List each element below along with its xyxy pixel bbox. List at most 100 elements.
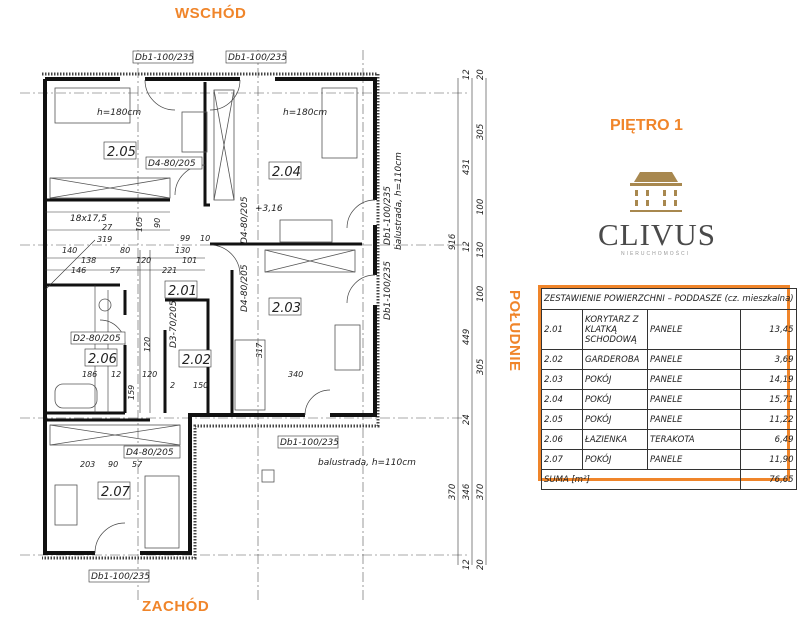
- dim-label: 186: [82, 370, 97, 379]
- dim-label: 90: [153, 218, 162, 228]
- dim-label: 370: [448, 484, 458, 500]
- dim-label: 120: [136, 256, 151, 265]
- level-mark: +3,16: [255, 204, 283, 214]
- door-label: Db1-100/235: [383, 186, 393, 245]
- desk: [279, 219, 333, 243]
- room-label-2.05: 2.05: [107, 145, 136, 160]
- dim-label: 221: [162, 266, 177, 275]
- room-name: KORYTARZ Z KLATKĄ SCHODOWĄ: [582, 309, 648, 350]
- room-label-2.02: 2.02: [182, 353, 211, 368]
- balustrade-note: balustrada, h=110cm: [318, 458, 416, 468]
- floor-finish: PANELE: [646, 409, 742, 430]
- dim-label: 12: [111, 370, 121, 379]
- dim-label: 27: [102, 223, 113, 232]
- door-label: D2-80/205: [73, 334, 121, 344]
- wardrobe: [213, 89, 235, 201]
- axis-lines: [20, 50, 470, 600]
- door-label: Db1-100/235: [91, 572, 150, 582]
- dim-label: 12: [462, 69, 472, 80]
- room-number: 2.05: [541, 409, 583, 430]
- room-area: 15,71: [740, 389, 797, 410]
- sum-value: 76,65: [740, 469, 797, 490]
- balustrade-note: balustrada, h=110cm: [394, 152, 404, 250]
- inner-walls: [45, 82, 362, 422]
- room-name: POKÓJ: [582, 409, 648, 430]
- table-title: ZESTAWIENIE POWIERZCHNI – PODDASZE (cz. …: [541, 288, 797, 310]
- dim-label: 140: [62, 246, 77, 255]
- door-label: Db1-100/235: [135, 53, 194, 63]
- dim-label: 120: [142, 370, 157, 379]
- dim-label: 340: [288, 370, 303, 379]
- dim-label: 130: [175, 246, 190, 255]
- room-number: 2.06: [541, 429, 583, 450]
- shower: [234, 339, 266, 411]
- floor-finish: PANELE: [646, 349, 742, 370]
- dim-label: 150: [193, 381, 208, 390]
- logo-tagline: NIERUCHOMOŚCI: [620, 251, 691, 257]
- dim-label: 12: [462, 241, 472, 252]
- room-area: 14,19: [740, 369, 797, 390]
- compass-east: WSCHÓD: [175, 5, 247, 22]
- dim-label: 431: [462, 159, 472, 175]
- floor-finish: PANELE: [646, 389, 742, 410]
- compass-south: POŁUDNIE: [506, 290, 523, 372]
- dim-label: 138: [81, 256, 96, 265]
- dim-label: 2: [170, 381, 175, 390]
- desk: [334, 324, 361, 371]
- room-label-2.07: 2.07: [101, 485, 131, 500]
- chimney: [261, 469, 275, 483]
- dim-label: 80: [120, 246, 130, 255]
- dim-label: 57: [110, 266, 121, 275]
- bed-height-note: h=180cm: [97, 108, 141, 118]
- dim-label: 20: [476, 559, 486, 570]
- dim-label: 203: [80, 460, 95, 469]
- dim-label: 101: [182, 256, 197, 265]
- dim-label: 105: [135, 217, 144, 232]
- room-name: POKÓJ: [582, 449, 648, 470]
- dim-label: 449: [462, 329, 472, 345]
- dim-label: 319: [97, 235, 112, 244]
- room-name: POKÓJ: [582, 389, 648, 410]
- furniture: [49, 87, 361, 549]
- room-label-2.01: 2.01: [168, 284, 197, 299]
- room-number: 2.01: [541, 309, 583, 350]
- floor-finish: PANELE: [646, 449, 742, 470]
- door-label: D4-80/205: [240, 196, 250, 244]
- dim-label: 130: [476, 242, 486, 258]
- dim-label: 24: [462, 414, 472, 425]
- sum-label: SUMA [m²]: [540, 469, 742, 490]
- bed: [321, 87, 358, 159]
- dim-label: 90: [108, 460, 118, 469]
- room-area: 11,90: [740, 449, 797, 470]
- desk: [54, 484, 78, 526]
- bed: [144, 475, 180, 549]
- dim-label: 317: [255, 342, 264, 358]
- dim-label: 305: [476, 124, 486, 140]
- dim-label: 159: [127, 385, 136, 400]
- room-area: 11,22: [740, 409, 797, 430]
- dim-label: 346: [462, 483, 472, 500]
- door-label: D4-80/205: [240, 264, 250, 312]
- room-area: 13,45: [740, 309, 797, 350]
- table-sum-row: SUMA [m²] 76,65: [540, 469, 797, 490]
- dim-label: 120: [143, 337, 152, 352]
- door-label: D3-70/205: [169, 300, 179, 348]
- desk: [181, 111, 208, 153]
- room-label-2.06: 2.06: [88, 352, 117, 367]
- floor-finish: PANELE: [646, 309, 742, 350]
- dim-label: 99: [180, 234, 190, 243]
- dim-label: 305: [476, 359, 486, 375]
- bed: [54, 87, 131, 124]
- dim-label: 146: [71, 266, 86, 275]
- clivus-logo: CLIVUS NIERUCHOMOŚCI: [598, 170, 715, 257]
- dimension-chains: [457, 78, 487, 565]
- door-label: Db1-100/235: [280, 438, 339, 448]
- door-label: Db1-100/235: [383, 261, 393, 320]
